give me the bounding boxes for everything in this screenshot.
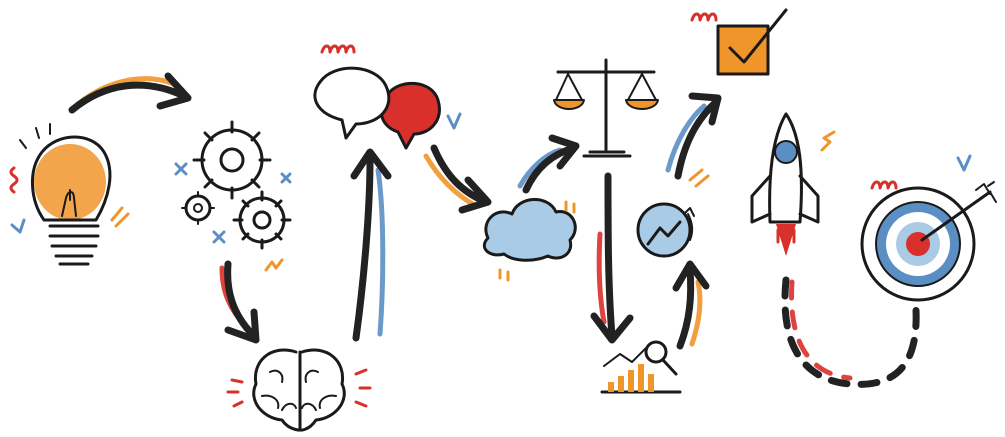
arrow-analytics-to-refresh	[672, 260, 710, 350]
rocket-icon	[750, 112, 836, 256]
arrow-gears-to-brain	[219, 260, 260, 344]
arrow-scale-to-analytics	[590, 172, 634, 344]
lightbulb-icon	[9, 123, 130, 266]
checkbox-icon	[690, 8, 788, 76]
dashed-path-rocket-to-target	[781, 276, 920, 388]
cloud-icon	[482, 198, 577, 282]
speech-bubbles-icon	[313, 44, 462, 150]
gears-icon	[174, 120, 292, 272]
arrow-refresh-to-checkbox	[665, 92, 722, 188]
brain-icon	[226, 348, 372, 432]
arrow-brain-to-speech	[350, 148, 392, 342]
refresh-chart-icon	[636, 202, 695, 258]
arrow-speech-to-cloud	[423, 144, 492, 214]
arrow-cloud-to-scale	[517, 134, 580, 194]
arrow-bulb-to-gears	[68, 72, 192, 114]
target-icon	[860, 154, 997, 302]
analytics-chart-icon	[600, 340, 682, 394]
balance-scale-icon	[553, 58, 659, 158]
